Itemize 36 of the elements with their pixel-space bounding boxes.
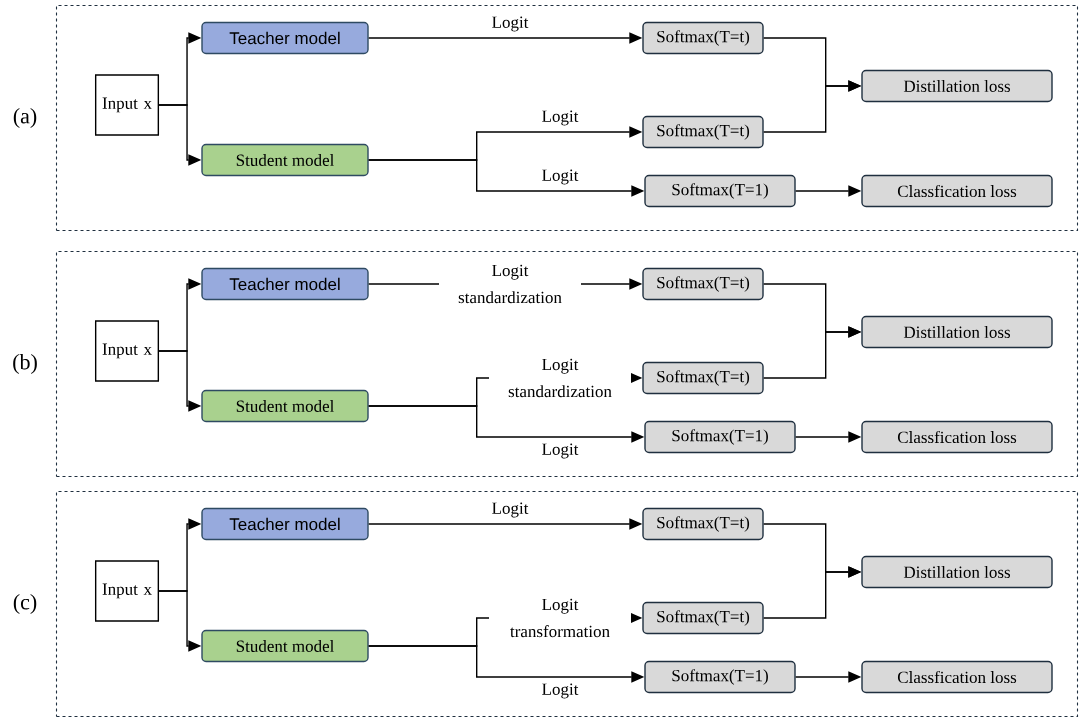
softmax-box: Softmax(T=t) [642, 361, 764, 395]
input-box: Input x [94, 560, 160, 622]
input-box: Input x [94, 320, 160, 382]
loss-box: Distillation loss [861, 315, 1053, 349]
teacher-model-box: Teacher model [201, 267, 369, 301]
edge-label: Logit [542, 169, 579, 185]
teacher-model-box: Teacher model [201, 507, 369, 541]
panel-label: (c) [13, 594, 37, 614]
softmax-box: Softmax(T=t) [642, 21, 764, 55]
softmax-box: Softmax(T=1) [644, 174, 796, 208]
softmax-box: Softmax(T=t) [642, 267, 764, 301]
loss-box: Classfication loss [861, 174, 1053, 208]
loss-box: Distillation loss [861, 555, 1053, 589]
edge-label: Logit [542, 683, 579, 699]
student-model-box: Student model [201, 143, 369, 177]
student-model-box: Student model [201, 389, 369, 423]
softmax-box: Softmax(T=t) [642, 507, 764, 541]
student-model-box: Student model [201, 629, 369, 663]
edge-label: Logit standardization [439, 263, 581, 305]
loss-box: Classfication loss [861, 420, 1053, 454]
teacher-model-box: Teacher model [201, 21, 369, 55]
loss-box: Classfication loss [861, 660, 1053, 694]
softmax-box: Softmax(T=t) [642, 601, 764, 635]
softmax-box: Softmax(T=1) [644, 660, 796, 694]
loss-box: Distillation loss [861, 69, 1053, 103]
edge-label: Logit [492, 16, 529, 32]
panel-label: (a) [13, 108, 37, 128]
edge-label: Logit [542, 443, 579, 459]
softmax-box: Softmax(T=1) [644, 420, 796, 454]
edge-label: Logit transformation [489, 597, 631, 639]
edge-label: Logit [542, 110, 579, 126]
edge-label: Logit [492, 502, 529, 518]
softmax-box: Softmax(T=t) [642, 115, 764, 149]
input-box: Input x [94, 74, 160, 136]
panel-label: (b) [13, 354, 37, 374]
edge-label: Logit standardization [489, 357, 631, 399]
